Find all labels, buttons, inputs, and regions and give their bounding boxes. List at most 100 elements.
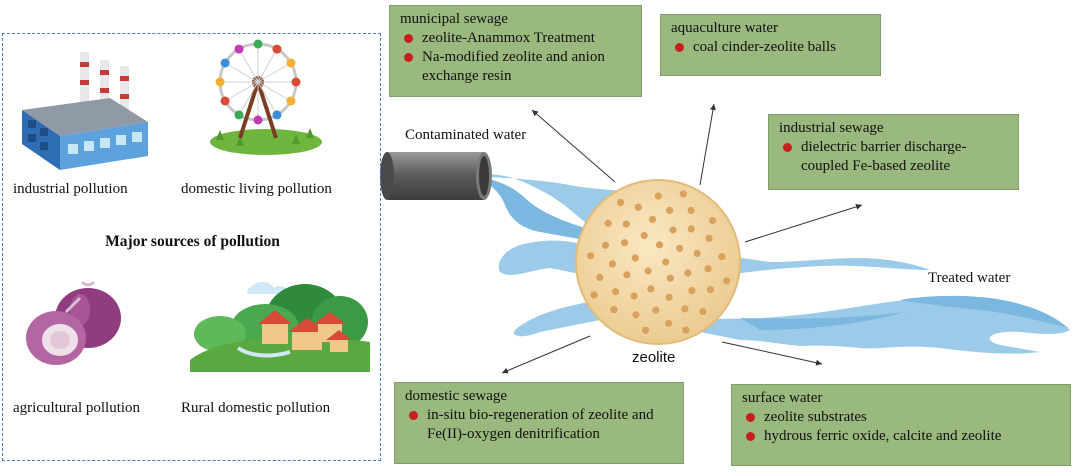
wheel-spoke [224, 62, 259, 83]
zeolite-pore [676, 244, 684, 252]
wheel-car [234, 44, 244, 54]
wheel-spoke [238, 81, 259, 116]
domestic-sewage-box: domestic sewage in-situ bio-regeneration… [394, 382, 684, 464]
zeolite-pore [611, 288, 620, 296]
zeolite-pore [693, 249, 701, 257]
zeolite-pore [666, 206, 674, 214]
wheel-car [215, 77, 225, 87]
factory-icon [22, 52, 148, 170]
zeolite-pore [596, 273, 604, 281]
wheel-car [286, 96, 296, 106]
zeolite-pore [623, 271, 631, 279]
bullet-icon [675, 43, 684, 52]
arrow-to-aquaculture [699, 103, 716, 186]
bullet-icon [404, 53, 413, 62]
wheel-car [272, 110, 282, 120]
zeolite-pore [644, 267, 652, 275]
rural-domestic-pollution-label: Rural domestic pollution [181, 400, 331, 416]
zeolite-pore [590, 291, 598, 299]
bullet-icon [409, 411, 418, 420]
contaminated-water-label: Contaminated water [405, 127, 527, 143]
domestic-living-pollution-label: domestic living pollution [181, 181, 332, 197]
zeolite-pore [630, 292, 638, 300]
ferris-wheel-icon [210, 39, 322, 155]
wheel-spoke [257, 81, 278, 116]
zeolite-pore [608, 260, 617, 268]
zeolite-pore [587, 252, 595, 260]
village-icon [190, 282, 370, 372]
zeolite-pore [622, 220, 630, 228]
zeolite-pore [681, 305, 689, 313]
list-item: dielectric barrier discharge-coupled Fe-… [779, 138, 1008, 176]
wheel-spoke [257, 48, 278, 83]
wheel-car [220, 96, 230, 106]
wheel-car [234, 110, 244, 120]
aquaculture-water-title: aquaculture water [671, 20, 779, 36]
application-arrows [501, 103, 863, 374]
water-stream [470, 174, 1070, 354]
list-item: Na-modified zeolite and anion exchange r… [400, 48, 631, 86]
wheel-car [272, 44, 282, 54]
domestic-sewage-title: domestic sewage [405, 388, 508, 404]
arrow-to-industrial [744, 203, 863, 243]
agricultural-pollution-label: agricultural pollution [13, 400, 141, 416]
zeolite-pore [648, 215, 657, 223]
list-item: hydrous ferric oxide, calcite and zeolit… [742, 427, 1060, 446]
zeolite-pore [682, 326, 690, 334]
zeolite-pore [632, 311, 640, 319]
zeolite-particle [575, 179, 741, 345]
list-item: zeolite-Anammox Treatment [400, 29, 631, 48]
municipal-sewage-title: municipal sewage [400, 11, 508, 27]
zeolite-label: zeolite [632, 349, 676, 366]
zeolite-pore [669, 226, 677, 234]
industrial-sewage-box: industrial sewage dielectric barrier dis… [768, 114, 1019, 190]
zeolite-pore [662, 258, 670, 266]
wheel-car [220, 58, 230, 68]
zeolite-pore [631, 254, 639, 262]
bullet-icon [783, 143, 792, 152]
wheel-car [253, 115, 263, 125]
zeolite-pore [679, 190, 687, 198]
zeolite-pore [709, 216, 717, 225]
arrow-to-surface [721, 341, 823, 366]
zeolite-pore [688, 287, 696, 295]
bullet-icon [746, 413, 755, 422]
wheel-spoke [257, 62, 292, 83]
list-item: in-situ bio-regeneration of zeolite and … [405, 406, 673, 444]
zeolite-pore [704, 265, 712, 273]
zeolite-pore [655, 241, 664, 249]
zeolite-pore [687, 225, 695, 233]
wheel-spoke [224, 81, 259, 102]
zeolite-pore [706, 286, 715, 294]
industrial-sewage-title: industrial sewage [779, 120, 884, 136]
aquaculture-water-box: aquaculture water coal cinder-zeolite ba… [660, 14, 881, 76]
zeolite-pore [604, 219, 612, 227]
zeolite-pore [718, 253, 726, 261]
wheel-car [286, 58, 296, 68]
zeolite-pore [642, 326, 650, 334]
zeolite-pore [647, 285, 655, 293]
wheel-spoke [238, 48, 259, 83]
onion-icon [26, 280, 121, 365]
zeolite-pore [705, 234, 713, 242]
list-item: coal cinder-zeolite balls [671, 38, 870, 57]
zeolite-pore [601, 241, 610, 249]
industrial-pollution-label: industrial pollution [13, 181, 128, 197]
zeolite-pore [617, 198, 625, 207]
wheel-car [291, 77, 301, 87]
zeolite-pore [666, 274, 675, 282]
treated-water-label: Treated water [928, 270, 1011, 286]
surface-water-title: surface water [742, 390, 823, 406]
arrow-to-domestic [501, 335, 591, 374]
wheel-spoke [257, 81, 292, 102]
zeolite-pores [587, 190, 731, 334]
panel-title: Major sources of pollution [105, 233, 280, 250]
zeolite-pore [654, 192, 662, 200]
contaminated-water-pipe [380, 152, 492, 200]
pollution-sources-panel: industrial pollution domestic living pol… [2, 33, 381, 461]
zeolite-pore [640, 231, 648, 240]
zeolite-pore [610, 306, 618, 314]
zeolite-pore [665, 293, 673, 301]
zeolite-pore [621, 239, 629, 247]
